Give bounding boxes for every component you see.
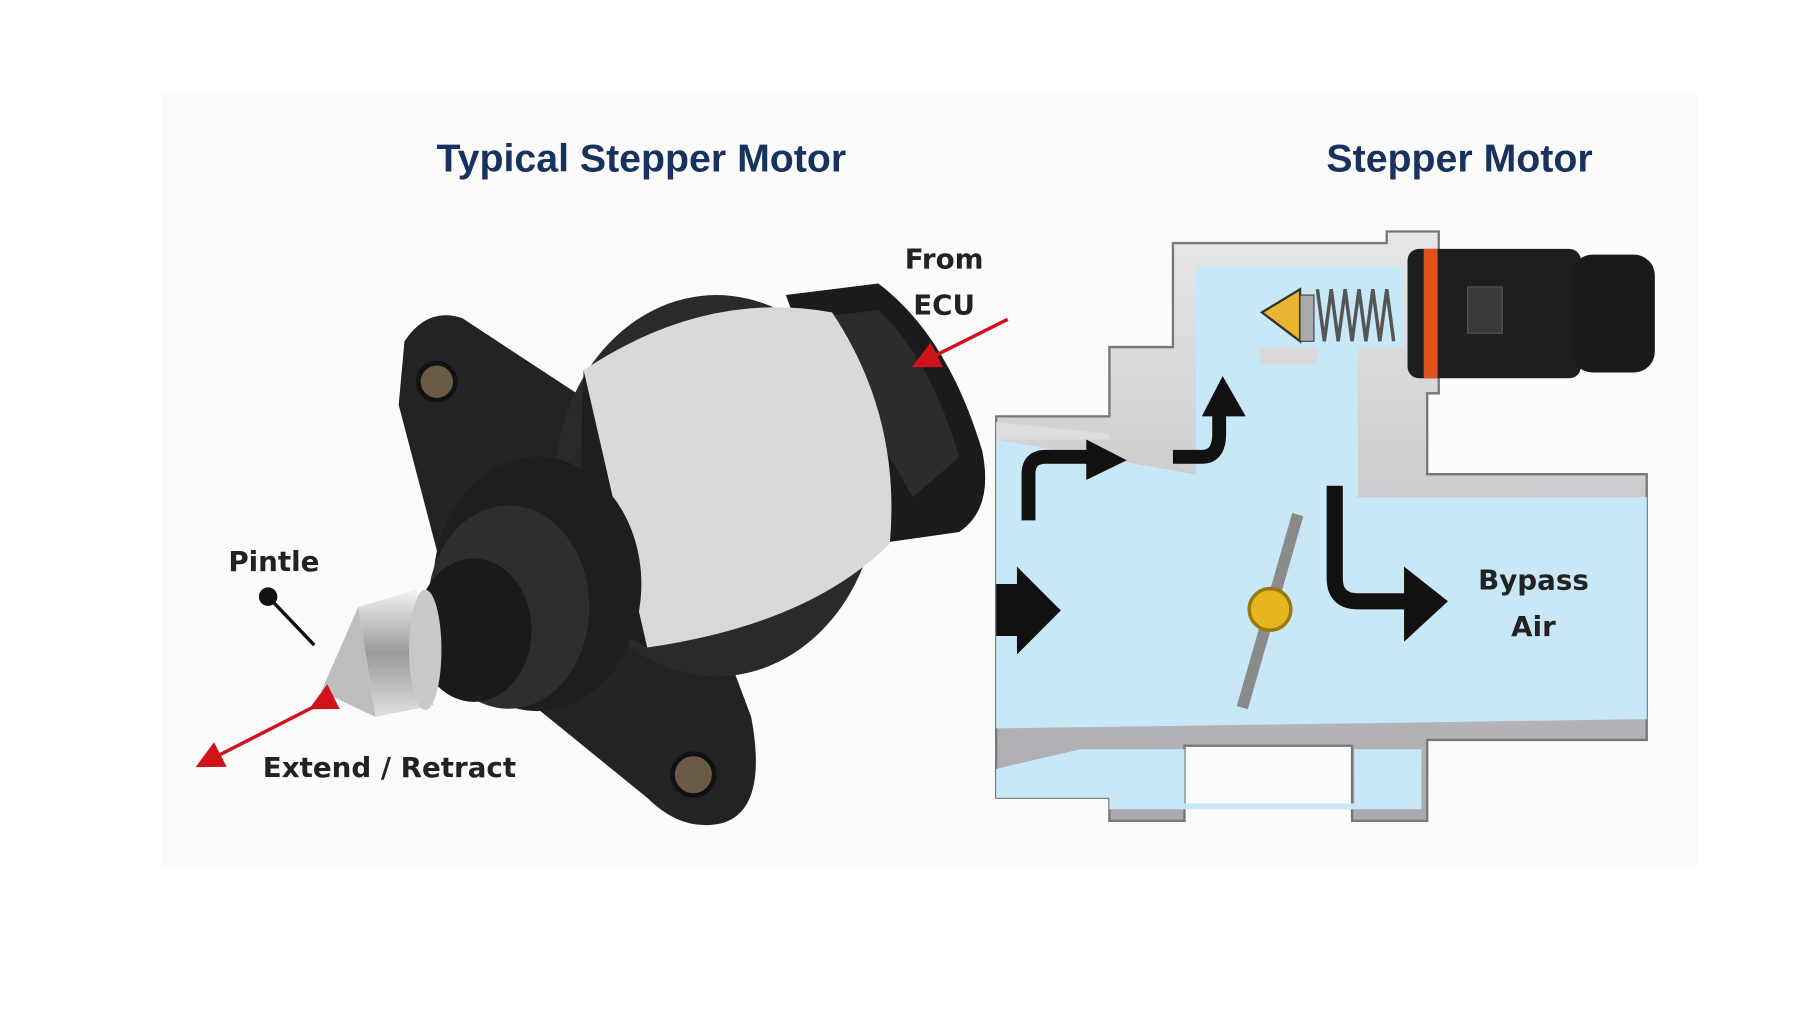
- extend-retract-arrow: [195, 684, 340, 768]
- right-title: Stepper Motor: [1326, 136, 1592, 180]
- bypass-label: Bypass: [1478, 564, 1589, 597]
- from-label: From: [905, 242, 984, 275]
- ecu-label: ECU: [913, 289, 975, 322]
- throttle-bypass-cutaway: [994, 230, 1655, 823]
- pintle-label: Pintle: [228, 545, 319, 578]
- pintle-pointer-line: [266, 595, 316, 647]
- extend-retract-label: Extend / Retract: [263, 751, 516, 784]
- left-title: Typical Stepper Motor: [437, 136, 847, 180]
- from-ecu-arrow: [912, 317, 1009, 368]
- stepper-motor-illustration: [321, 283, 986, 826]
- air-label: Air: [1511, 610, 1556, 643]
